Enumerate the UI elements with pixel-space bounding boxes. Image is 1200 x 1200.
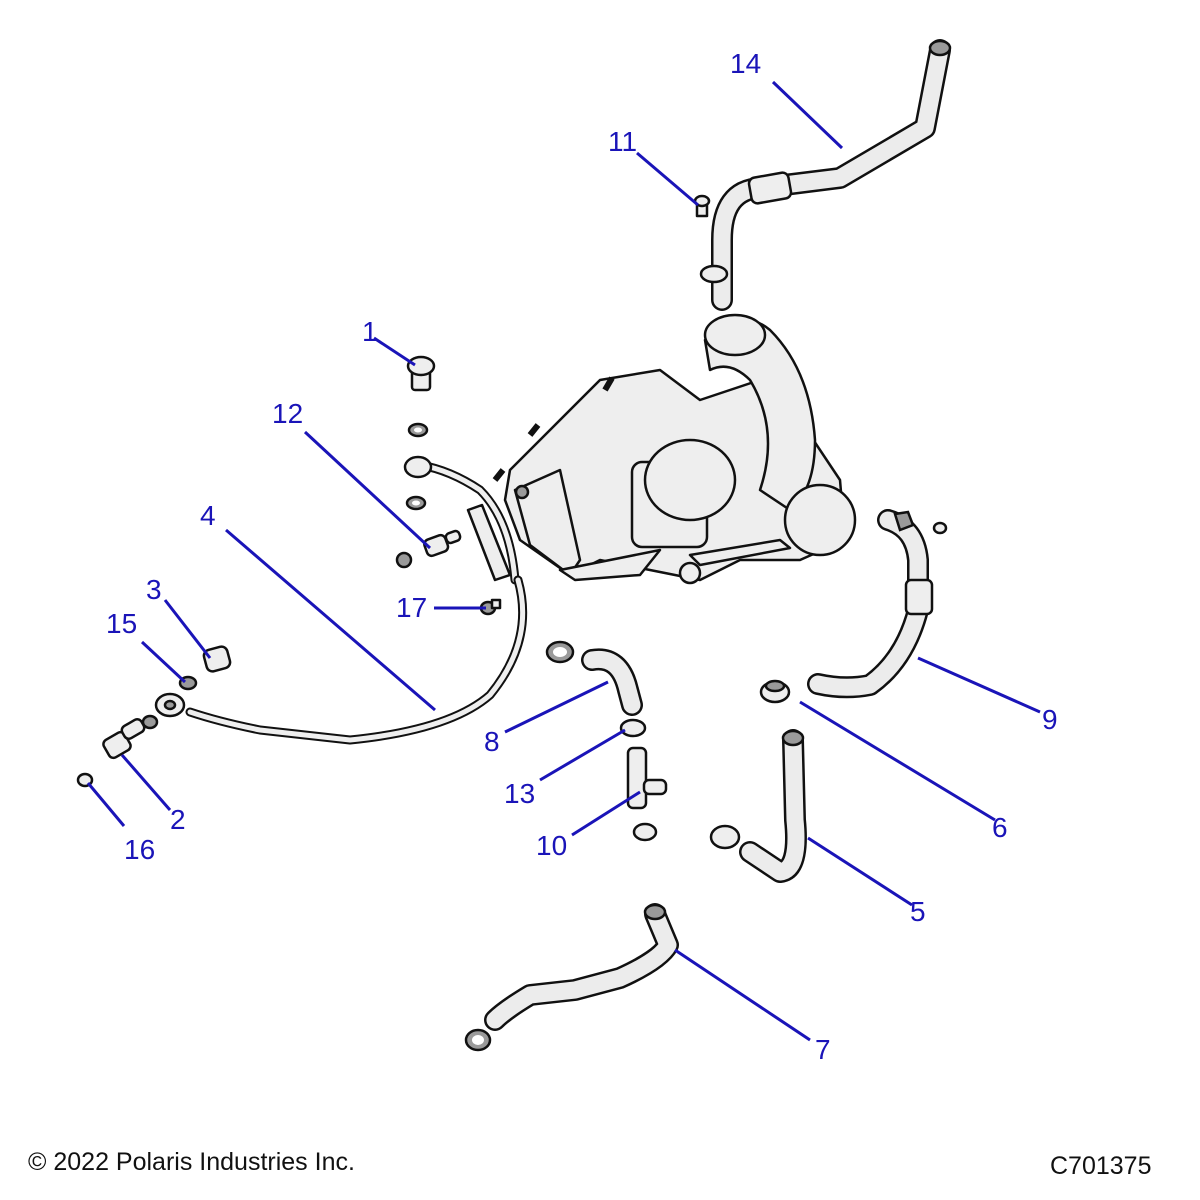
callout-6: 6 (992, 812, 1008, 843)
copyright-text: © 2022 Polaris Industries Inc. (28, 1148, 355, 1176)
oil-line-upper-banjo[interactable] (403, 455, 520, 585)
leader-10 (571, 790, 641, 837)
part-4-oil-line[interactable] (154, 575, 528, 745)
part-5-coolant-hose[interactable] (739, 729, 807, 883)
leader-8 (504, 680, 609, 734)
hose-clamp[interactable] (545, 640, 575, 664)
leader-5 (807, 836, 913, 907)
callout-11: 11 (608, 126, 638, 157)
part-12-fitting[interactable] (395, 529, 462, 569)
leader-lines (86, 80, 1041, 1042)
callout-10: 10 (536, 830, 568, 861)
leader-15 (140, 640, 187, 684)
leader-2 (120, 754, 172, 811)
part-6-clamp[interactable] (759, 679, 791, 704)
part-7-coolant-hose[interactable] (484, 903, 679, 1031)
leader-12 (303, 430, 432, 550)
callout-3: 3 (146, 574, 162, 605)
callout-9: 9 (1042, 704, 1058, 735)
callout-17: 17 (396, 592, 428, 623)
leader-1 (373, 336, 416, 367)
hose-clamp-7[interactable] (464, 1028, 492, 1052)
part-3-cap[interactable] (202, 645, 232, 673)
part-14-coolant-tube[interactable] (699, 39, 952, 311)
part-2-banjo-bolt[interactable] (102, 717, 146, 760)
hose-clamp-5[interactable] (709, 824, 741, 850)
leader-14 (771, 80, 844, 150)
callout-1: 1 (362, 316, 378, 347)
turbocharger-assembly[interactable] (492, 313, 857, 585)
leader-9 (917, 656, 1041, 714)
leader-4 (225, 528, 436, 712)
leader-7 (674, 948, 811, 1042)
part-11-bolt[interactable] (693, 194, 711, 218)
leader-3 (163, 599, 212, 659)
part-8-elbow-hose[interactable] (581, 648, 643, 716)
part-1-banjo-bolt[interactable] (406, 355, 436, 392)
part-10-tee-fitting[interactable] (626, 746, 668, 810)
callout-4: 4 (200, 500, 216, 531)
callout-8: 8 (484, 726, 500, 757)
callout-15: 15 (106, 608, 138, 639)
callout-16: 16 (124, 834, 156, 865)
leader-11 (636, 151, 699, 207)
sealing-washers[interactable] (405, 422, 429, 511)
leader-13 (539, 728, 626, 782)
leader-16 (86, 782, 126, 827)
callout-13: 13 (504, 778, 536, 809)
callout-14: 14 (730, 48, 762, 79)
callout-5: 5 (910, 896, 926, 927)
callout-7: 7 (815, 1034, 831, 1065)
part-13-clamp[interactable] (619, 718, 647, 738)
hose-clamp-lower[interactable] (632, 822, 658, 842)
callout-12: 12 (272, 398, 304, 429)
callout-2: 2 (170, 804, 186, 835)
drawing-number: C701375 (1050, 1152, 1152, 1180)
leader-6 (799, 700, 996, 822)
part-9-coolant-tube[interactable] (807, 509, 948, 699)
